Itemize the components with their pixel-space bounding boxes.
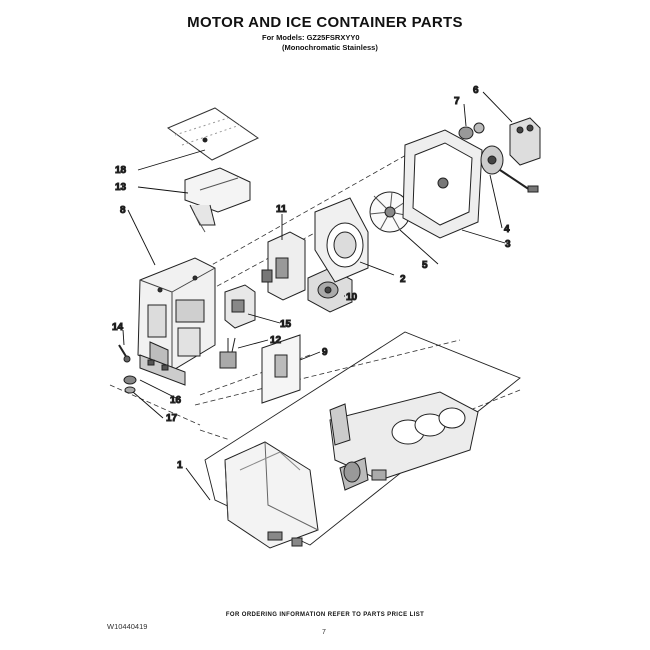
callout-12: 12 xyxy=(270,335,282,346)
page-title: MOTOR AND ICE CONTAINER PARTS xyxy=(187,14,463,31)
callout-1: 1 xyxy=(177,460,183,471)
document-number: W10440419 xyxy=(107,622,148,631)
callout-11: 11 xyxy=(276,204,287,215)
leader-lines xyxy=(122,91,513,501)
callout-15: 15 xyxy=(280,319,292,330)
models-line: For Models: GZ25FSRXYY0 xyxy=(262,33,360,42)
part-14-screw xyxy=(118,344,131,363)
ordering-note: FOR ORDERING INFORMATION REFER TO PARTS … xyxy=(225,612,425,618)
callout-8: 8 xyxy=(120,205,126,216)
ice-container-auger xyxy=(329,391,479,491)
part-18-insulation-pad xyxy=(166,107,259,161)
callout-9: 9 xyxy=(322,347,328,358)
part-13-top-cover xyxy=(184,167,251,233)
callout-5: 5 xyxy=(422,260,428,271)
callout-17: 17 xyxy=(166,413,178,424)
callout-10: 10 xyxy=(346,292,358,303)
page-number: 7 xyxy=(322,629,326,636)
part-2-fan-shroud xyxy=(314,197,369,283)
callout-6: 6 xyxy=(473,85,479,96)
part-15-switch xyxy=(224,284,256,329)
model-info: For Models: GZ25FSRXYY0 (Monochromatic S… xyxy=(262,33,378,53)
part-6-bracket xyxy=(509,117,541,166)
callout-2: 2 xyxy=(400,274,406,285)
callout-3: 3 xyxy=(505,239,511,250)
part-12-thermistor xyxy=(219,337,237,369)
callout-7: 7 xyxy=(454,96,460,107)
ice-bucket xyxy=(224,441,319,549)
callout-16: 16 xyxy=(170,395,182,406)
variant-line: (Monochromatic Stainless) xyxy=(282,43,378,52)
part-17-connector xyxy=(123,375,137,394)
part-11-bracket xyxy=(261,231,306,301)
part-4-auger-motor xyxy=(480,145,539,193)
callout-4: 4 xyxy=(504,224,510,235)
part-8-housing xyxy=(137,257,216,373)
callout-18: 18 xyxy=(115,165,127,176)
part-9-cover-plate xyxy=(261,334,301,404)
part-16-control-board xyxy=(139,354,186,386)
part-3-rear-frame xyxy=(402,129,483,239)
part-7-bushing xyxy=(458,122,485,140)
callout-13: 13 xyxy=(115,182,127,193)
callout-14: 14 xyxy=(112,322,124,333)
callout-labels: 1 2 3 4 5 6 7 8 9 10 11 12 13 14 15 16 1… xyxy=(112,85,512,472)
